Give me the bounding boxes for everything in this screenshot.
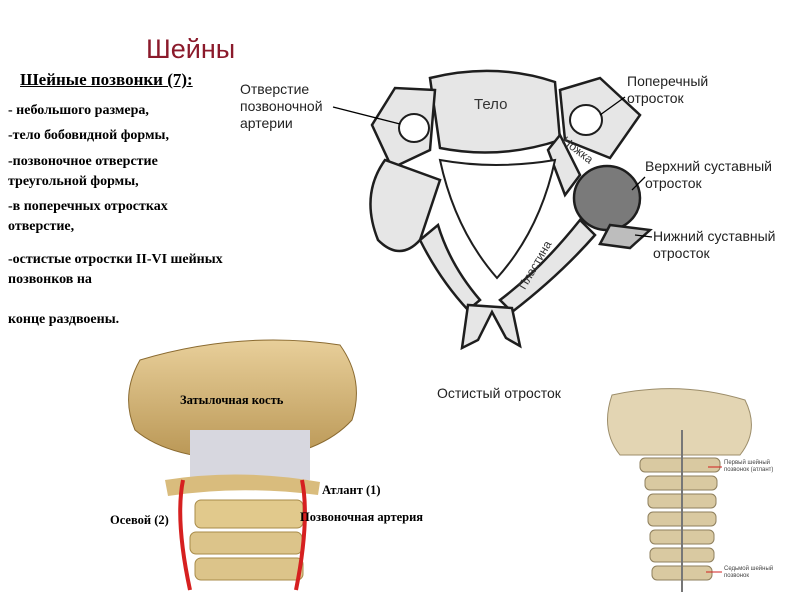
label-first-cervical: Первый шейный позвонок (атлант)	[724, 460, 774, 473]
label-vertebral-artery: Позвоночная артерия	[300, 510, 424, 524]
bullet-bifid: конце раздвоены.	[8, 312, 120, 327]
bullet-foramen: -позвоночное отверстие треугольной формы…	[8, 154, 158, 189]
label-axis: Осевой (2)	[110, 513, 169, 527]
bullet-spinous: -остистые отростки II-VI шейных позвонко…	[8, 252, 223, 287]
label-artery-foramen: Отверстие позвоночной артерии	[240, 81, 323, 131]
bullet-size: - небольшого размера,	[8, 103, 149, 118]
label-body: Тело	[474, 96, 508, 113]
label-transverse-process: Поперечный отросток	[627, 73, 709, 106]
bullet-body: -тело бобовидной формы,	[8, 128, 169, 143]
bullet-transverse: -в поперечных отростках отверстие,	[8, 199, 168, 234]
label-occipital-bone: Затылочная кость	[180, 393, 284, 407]
label-spinous-process: Остистый отросток	[437, 385, 561, 401]
label-superior-articular: Верхний суставный отросток	[645, 158, 772, 191]
slide-title: Шейны	[146, 34, 236, 64]
label-inferior-articular: Нижний суставный отросток	[653, 228, 776, 261]
label-seventh-cervical: Седьмой шейный позвонок	[724, 566, 774, 579]
slide-subtitle: Шейные позвонки (7):	[20, 70, 193, 89]
label-atlas: Атлант (1)	[322, 483, 381, 497]
